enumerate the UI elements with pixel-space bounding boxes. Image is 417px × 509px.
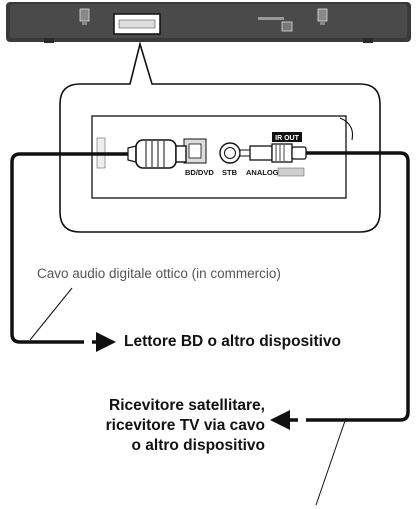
input-panel-highlight: [113, 13, 161, 35]
optical-cable-label: Cavo audio digitale ottico (in commercio…: [37, 266, 281, 281]
ir-out-label: IR OUT: [275, 135, 299, 142]
optical-plug: [100, 139, 187, 169]
satellite-line-2: ricevitore TV via cavo: [105, 417, 265, 434]
rear-connector-right: [317, 8, 328, 25]
rear-connector-left: [79, 8, 90, 25]
satellite-line-1: Ricevitore satellitare,: [109, 397, 265, 414]
optical-cable-line: [10, 152, 100, 344]
bottom-leader: [315, 417, 347, 506]
analog-cable-line: [306, 151, 410, 422]
stb-port: [219, 142, 241, 164]
ir-out-label-box: IR OUT: [272, 132, 302, 142]
small-port-icon: [281, 21, 293, 32]
ir-out-jack: [277, 167, 305, 177]
bd-dvd-port: [183, 138, 207, 164]
satellite-receiver-label: Ricevitore satellitare, ricevitore TV vi…: [106, 396, 265, 456]
port-label-stb: STB: [222, 168, 238, 177]
arrow-to-satellite: [270, 410, 290, 430]
satellite-line-3: o altro dispositivo: [131, 437, 265, 454]
port-label-analog: ANALOG: [246, 168, 279, 177]
port-label-bd-dvd: BD/DVD: [185, 168, 214, 177]
bd-player-label: Lettore BD o altro dispositivo: [124, 333, 342, 350]
arrow-to-bd-player: [96, 332, 116, 352]
soundbar-unit: [6, 2, 411, 43]
analog-plug: [239, 143, 307, 163]
cable-label-leader: [29, 287, 73, 341]
